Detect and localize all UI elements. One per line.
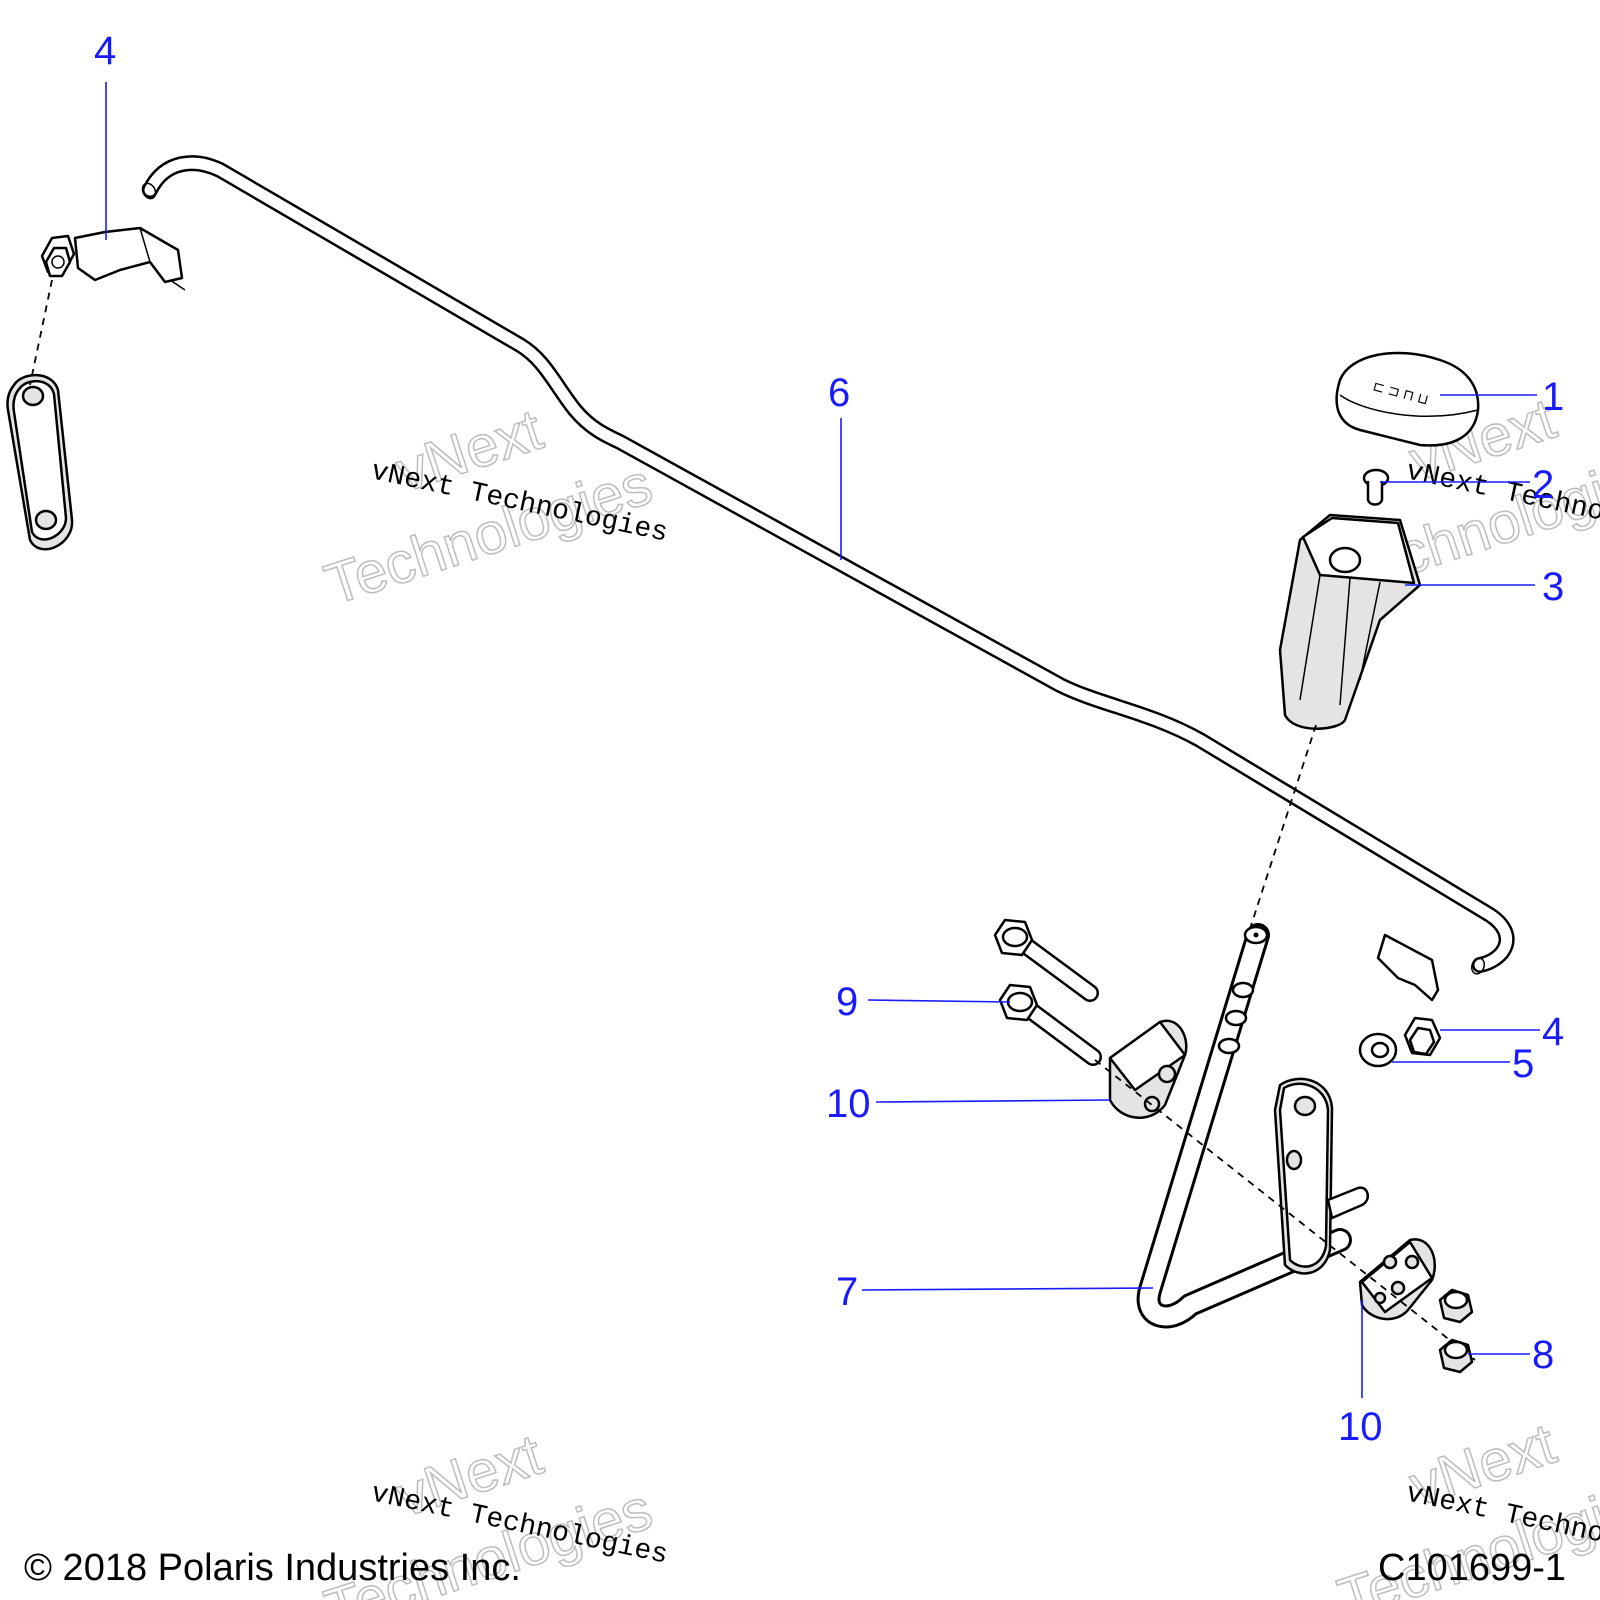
callout-1: 1	[1542, 375, 1564, 419]
assembly-line-bolts	[1094, 1059, 1476, 1361]
shift-knob	[1278, 513, 1422, 730]
callout-9: 9	[836, 980, 858, 1024]
leader-10a	[875, 1099, 1111, 1103]
nut-upper	[1438, 1288, 1474, 1324]
callout-4-left: 4	[94, 29, 116, 73]
callout-leaders	[105, 82, 1540, 1398]
watermark-top-left: vNext Technologies vNext Technologies	[317, 396, 671, 618]
callout-4-right: 4	[1542, 1010, 1564, 1054]
pivot-bushing-lower	[1358, 1238, 1437, 1321]
callout-10-upper: 10	[826, 1082, 871, 1126]
callout-6: 6	[828, 371, 850, 415]
leader-7	[861, 1287, 1154, 1291]
copyright-notice: © 2018 Polaris Industries Inc.	[24, 1547, 521, 1589]
leader-9	[867, 999, 1011, 1003]
washer	[1358, 1032, 1398, 1068]
callout-10-lower: 10	[1338, 1405, 1383, 1449]
shift-knob-cap: ⊏ ⊐ ⊓ ⊔	[1335, 351, 1480, 447]
callout-8: 8	[1532, 1333, 1554, 1377]
nut-lower	[1438, 1338, 1474, 1374]
callout-7: 7	[836, 1270, 858, 1314]
bolt-upper	[993, 918, 1099, 1002]
callout-2: 2	[1532, 463, 1554, 507]
bolt-lower	[998, 983, 1102, 1066]
assembly-line-knob	[1247, 724, 1317, 936]
rod-end-bracket-right	[1376, 933, 1442, 1057]
callout-5: 5	[1512, 1042, 1534, 1086]
shift-rod	[141, 155, 1515, 975]
link-plate	[6, 373, 74, 551]
screw	[1362, 468, 1390, 506]
callout-labels: 1 2 3 4 4 5 6 7 8 9 10 10	[94, 29, 1564, 1449]
figure-id: C101699-1	[1378, 1547, 1566, 1589]
shift-lever	[1136, 923, 1370, 1329]
assembly-line-link	[29, 279, 53, 386]
rod-end-bracket-left	[40, 226, 186, 291]
callout-3: 3	[1542, 565, 1564, 609]
pivot-bushing-upper	[1108, 1019, 1188, 1119]
